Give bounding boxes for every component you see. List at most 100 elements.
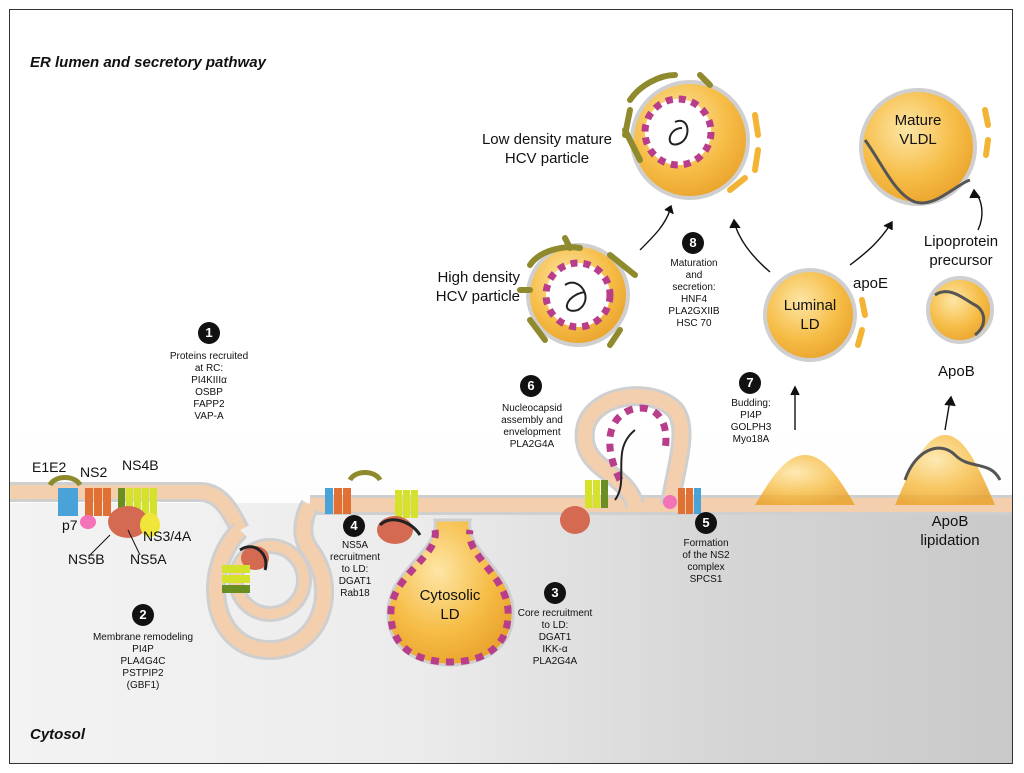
step-2-line: (GBF1) [126,680,160,691]
step-4-line: Rab18 [340,588,370,599]
step-2-line: PI4P [132,644,154,655]
step-1-line: Proteins recruited [169,351,249,362]
step-4-line: recruitment [329,552,380,563]
label-line: Cytosolic [419,587,481,604]
lipoprotein-precursor-particle [926,276,994,344]
step-4-line: NS5A [341,540,369,551]
step-8-line: and [685,270,703,281]
step-1-line: OSBP [195,387,223,398]
er-membrane [10,482,1012,535]
step-3-badge: 3 [544,582,566,604]
label-line: VLDL [899,131,937,148]
replication-complex [222,545,269,593]
step-1-line: VAP-A [194,411,224,422]
step-6-line: assembly and [501,415,563,426]
label-line: Low density mature [481,131,613,148]
step-8-line: HSC 70 [676,318,712,329]
step-3-line: IKK-α [542,644,568,655]
label-e1e2: E1E2 [32,459,67,475]
step-1-line: at RC: [194,363,224,374]
step-6-line: Nucleocapsid [501,403,563,414]
ns5a-recruitment-proteins [325,470,422,544]
label-line: Luminal [783,297,837,314]
low-density-hcv-particle [622,72,761,200]
arrows [639,188,983,431]
step-1-text: Proteins recruited at RC: PI4KIIIα OSBP … [159,351,259,423]
step-3-text: Core recruitment to LD: DGAT1 IKK-α PLA2… [510,608,600,668]
step-7-line: PI4P [740,410,762,421]
step-2-line: PSTPIP2 [122,668,164,679]
step-3-line: DGAT1 [538,632,572,643]
label-line: Lipoprotein [923,233,999,250]
label-line: precursor [929,252,993,269]
label-ns4b: NS4B [122,457,159,473]
step-4-text: NS5A recruitment to LD: DGAT1 Rab18 [320,540,390,600]
step-5-line: SPCS1 [689,574,723,585]
luminal-lipid-droplet [763,268,868,362]
label-line: Mature [894,112,942,129]
mature-vldl [859,88,991,206]
step-5-line: complex [687,562,725,573]
step-2-badge: 2 [132,604,154,626]
step-5-badge: 5 [695,512,717,534]
step-8-badge: 8 [682,232,704,254]
high-density-hcv-particle [517,235,638,348]
budding-bumps [755,435,1002,505]
step-3-line: to LD: [541,620,569,631]
label-apob: ApoB [938,363,975,380]
cytosol-header: Cytosol [30,726,86,743]
label-line: lipidation [920,532,980,549]
step-6-text: Nucleocapsid assembly and envelopment PL… [487,403,577,451]
label-apoe: apoE [853,275,889,292]
step-2-line: PLA4G4C [120,656,166,667]
label-low-density: Low density mature HCV particle [472,130,622,168]
step-8-line: Maturation [670,258,718,269]
label-ns2: NS2 [80,464,108,480]
label-luminal-ld: Luminal LD [770,296,850,334]
label-ns5b: NS5B [68,551,105,567]
step-7-line: GOLPH3 [730,422,772,433]
step-2-text: Membrane remodeling PI4P PLA4G4C PSTPIP2… [83,632,203,692]
label-line: HCV particle [504,150,590,167]
label-ns5a: NS5A [130,551,167,567]
label-p7: p7 [62,517,78,533]
label-high-density: High density HCV particle [420,268,520,306]
label-mature-vldl: Mature VLDL [878,111,958,149]
step-7-line: Myo18A [732,434,770,445]
step-7-text: Budding: PI4P GOLPH3 Myo18A [716,398,786,446]
step-1-badge: 1 [198,322,220,344]
step-8-line: PLA2GXIIB [668,306,720,317]
assembly-proteins [560,480,701,534]
step-6-badge: 6 [520,375,542,397]
step-3-line: PLA2G4A [532,656,578,667]
step-8-text: Maturation and secretion: HNF4 PLA2GXIIB… [653,258,735,330]
diagram-frame: ER lumen and secretory pathway Cytosol E… [9,9,1013,764]
step-1-line: PI4KIIIα [191,375,227,386]
step-3-line: Core recruitment [517,608,593,619]
diagram-svg [10,72,1012,667]
step-1-line: FAPP2 [193,399,225,410]
step-6-line: PLA2G4A [509,439,555,450]
step-8-line: HNF4 [680,294,708,305]
budding-membrane [574,386,692,509]
label-apob-lipidation: ApoB lipidation [905,512,995,550]
label-line: LD [800,316,820,333]
label-line: HCV particle [435,288,520,305]
label-line: ApoB [931,513,969,530]
step-5-line: Formation [683,538,729,549]
step-7-line: Budding: [731,398,771,409]
label-lipoprotein-precursor: Lipoprotein precursor [916,232,1006,270]
step-4-line: DGAT1 [338,576,372,587]
viral-protein-complex [47,475,160,556]
label-line: High density [437,269,520,286]
step-7-badge: 7 [739,372,761,394]
step-5-line: of the NS2 [682,550,730,561]
step-4-line: to LD: [341,564,369,575]
er-lumen-header: ER lumen and secretory pathway [30,54,266,71]
label-line: LD [440,606,460,623]
label-ns34a: NS3/4A [143,528,192,544]
step-2-line: Membrane remodeling [92,632,194,643]
step-8-line: secretion: [672,282,716,293]
step-4-badge: 4 [343,515,365,537]
step-5-text: Formation of the NS2 complex SPCS1 [670,538,742,586]
